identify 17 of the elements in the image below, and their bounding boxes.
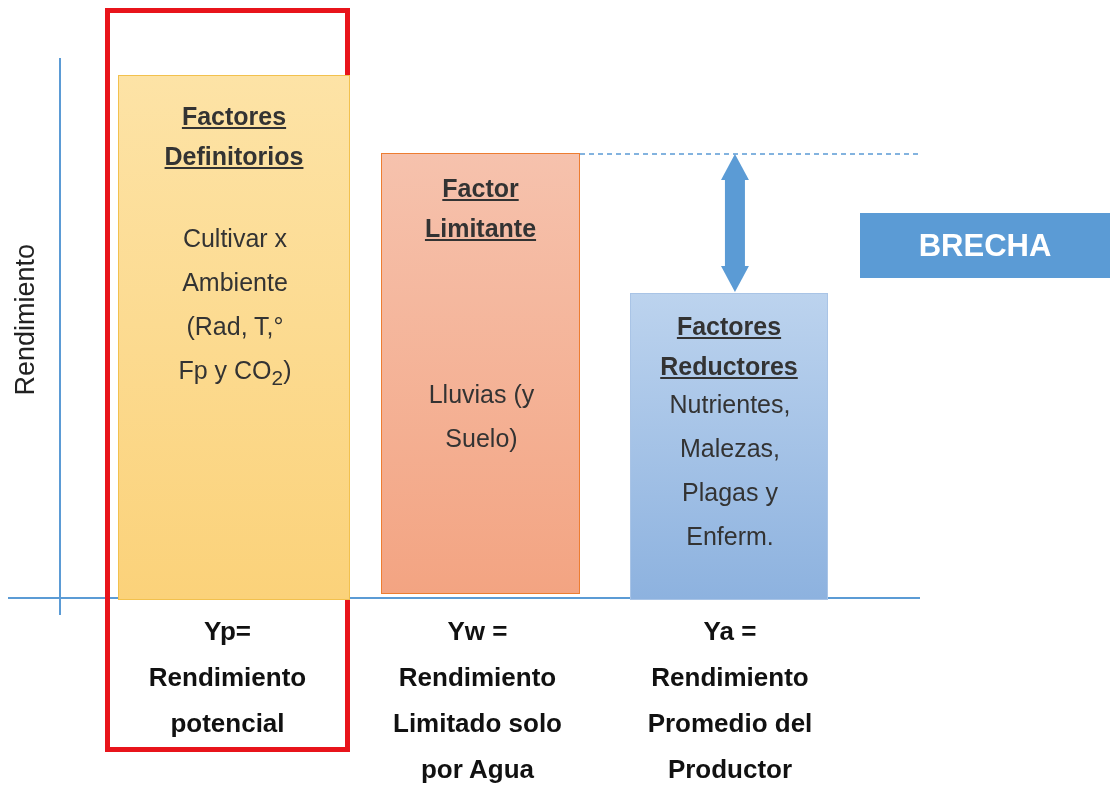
yield-bar (630, 293, 828, 600)
gap-label: BRECHA (918, 227, 1052, 264)
bar-caption: Yp= Rendimiento potencial (147, 615, 308, 740)
bar-text: Lluvias (y Suelo) (427, 379, 536, 454)
bar-text: Nutrientes, Malezas, Plagas y Enferm. (668, 389, 792, 552)
bar-heading: Factores Reductores (659, 311, 799, 382)
bar-heading: Factor Limitante (423, 173, 538, 244)
gap-label-box (860, 213, 1110, 278)
bar-caption: Ya = Rendimiento Promedio del Productor (646, 615, 814, 786)
double-arrow (720, 154, 749, 292)
axis-title: Rendimiento (9, 245, 41, 396)
bar-heading: Factores Definitorios (163, 101, 305, 172)
bar-caption: Yw = Rendimiento Limitado solo por Agua (392, 615, 563, 786)
yield-bar (118, 75, 350, 600)
bar-text: Cultivar x Ambiente (Rad, T,° Fp y CO$_{2}$) (177, 223, 293, 391)
yield-bar (381, 153, 580, 594)
highlight-frame (105, 8, 350, 752)
